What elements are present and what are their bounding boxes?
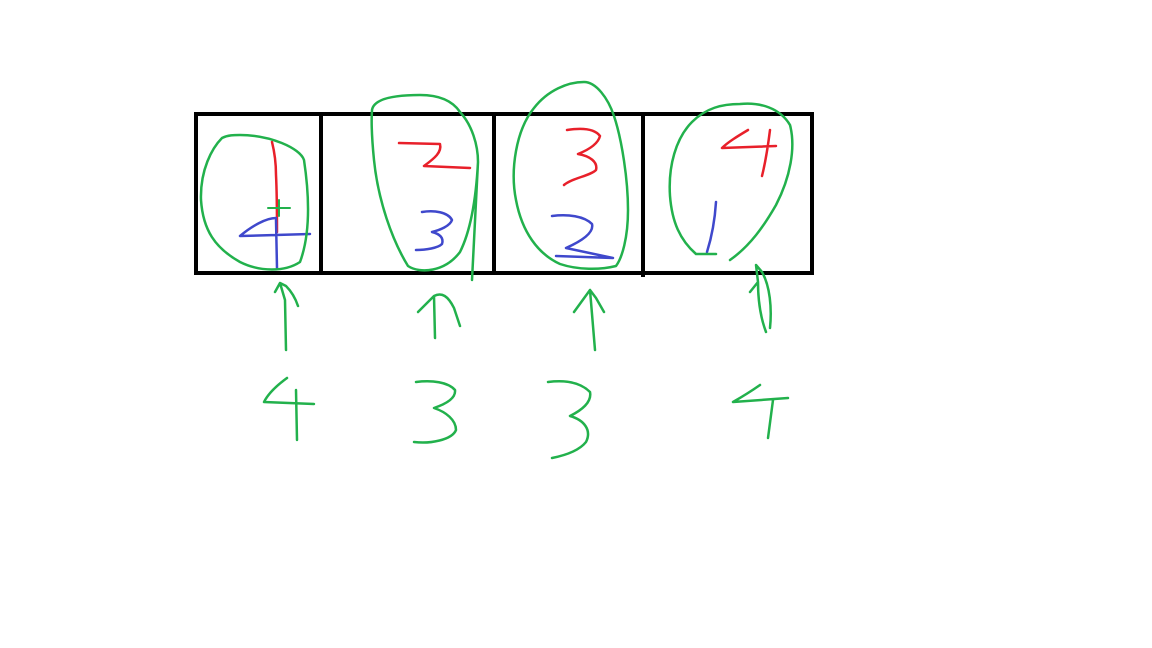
cell-1-bottom-digit [238, 216, 312, 270]
cell-3-sum-digit [546, 380, 592, 460]
cell-1-sum-digit [262, 376, 316, 442]
cell-4-bottom-digit [705, 200, 718, 254]
cell-1 [199, 133, 316, 442]
cell-4-top-digit [720, 128, 778, 178]
cell-box [194, 112, 814, 277]
cell-1-circle [199, 133, 310, 271]
cell-2 [370, 93, 480, 444]
cell-2-top-digit [397, 141, 472, 170]
cell-3-arrow [572, 288, 606, 352]
cell-2-circle [370, 93, 480, 282]
cell-2-arrow [416, 293, 462, 340]
cell-1-top-digit [270, 140, 279, 234]
cell-box-outline [194, 112, 814, 275]
cell-3 [512, 80, 630, 460]
cell-4-sum-digit [731, 383, 790, 440]
cell-2-sum-digit [412, 380, 458, 444]
cell-2-bottom-digit [414, 210, 454, 252]
cell-1-small-mark [267, 199, 291, 217]
cell-4-arrow [748, 263, 772, 334]
cell-4 [668, 102, 794, 440]
cell-3-circle [512, 80, 630, 270]
cell-3-bottom-digit [550, 214, 615, 260]
cell-3-top-digit [562, 127, 602, 187]
cell-1-arrow [273, 281, 300, 352]
cell-4-circle [668, 102, 794, 262]
